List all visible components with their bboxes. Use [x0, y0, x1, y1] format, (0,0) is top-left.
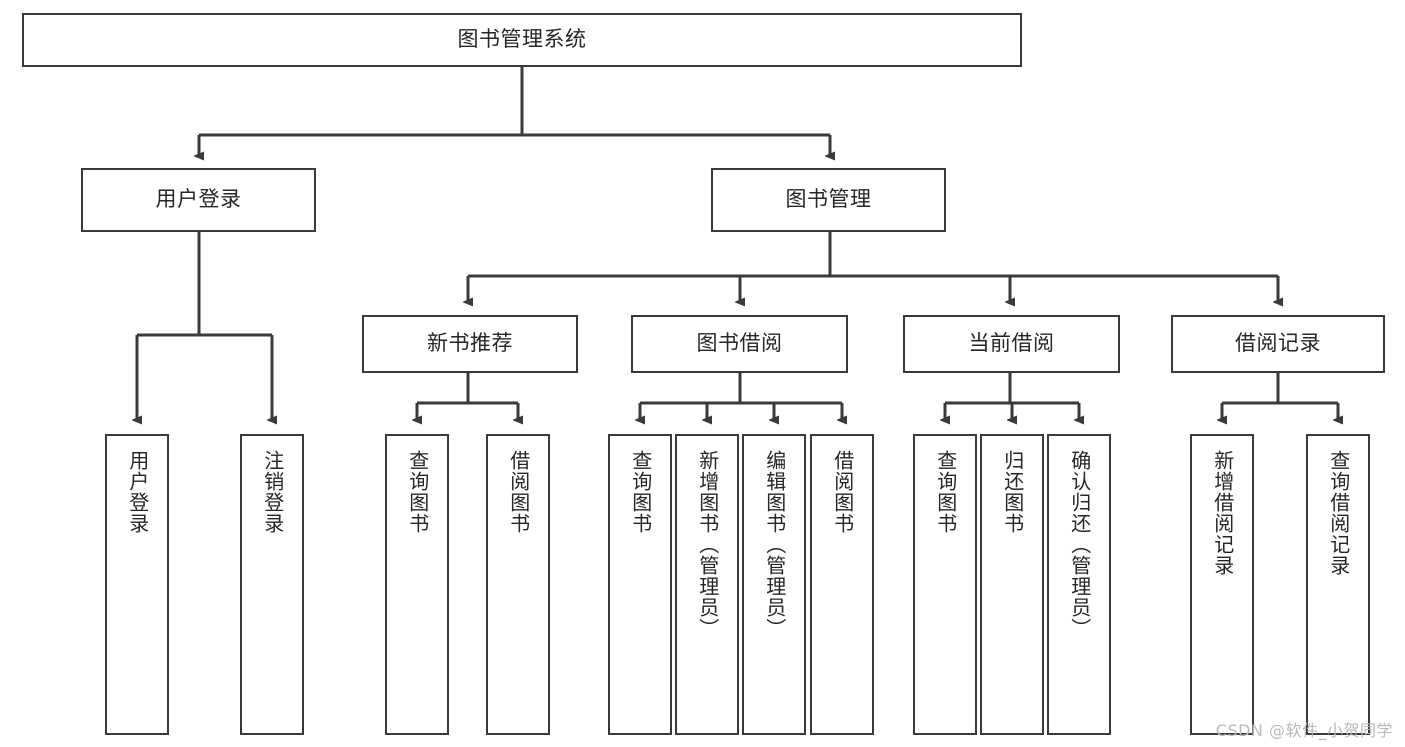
node-current-borrowing[interactable]: 当前借阅: [903, 315, 1120, 373]
node-label: 新增借阅记录: [1210, 450, 1235, 576]
node-label: 图书管理系统: [457, 27, 587, 52]
node-label: 查询借阅记录: [1326, 450, 1351, 576]
node-label: 借阅图书: [830, 450, 855, 534]
csdn-watermark: CSDN @软件_小贺同学: [1215, 721, 1393, 740]
node-label: 借阅图书: [506, 450, 531, 534]
node-leaf-query-book-current[interactable]: 查询图书: [913, 434, 977, 735]
node-label: 用户登录: [125, 450, 150, 534]
node-label: 借阅记录: [1235, 331, 1321, 356]
node-label: 新书推荐: [427, 331, 513, 356]
node-leaf-query-book-recommend[interactable]: 查询图书: [385, 434, 449, 735]
node-label: 图书管理: [785, 187, 872, 212]
node-leaf-add-book-admin[interactable]: 新增图书（管理员）: [675, 434, 739, 735]
node-label: 确认归还（管理员）: [1067, 450, 1092, 639]
node-label: 归还图书: [1000, 450, 1025, 534]
node-label: 用户登录: [155, 187, 242, 212]
node-label: 新增图书（管理员）: [695, 450, 720, 639]
node-user-login[interactable]: 用户登录: [81, 168, 316, 232]
node-leaf-user-login[interactable]: 用户登录: [105, 434, 169, 735]
node-label: 查询图书: [628, 450, 653, 534]
node-leaf-query-borrow-record[interactable]: 查询借阅记录: [1306, 434, 1370, 735]
node-label: 注销登录: [260, 450, 285, 534]
node-leaf-return-book[interactable]: 归还图书: [980, 434, 1044, 735]
node-label: 当前借阅: [968, 331, 1055, 356]
node-leaf-edit-book-admin[interactable]: 编辑图书（管理员）: [742, 434, 806, 735]
node-leaf-borrow-book-recommend[interactable]: 借阅图书: [486, 434, 550, 735]
node-book-management[interactable]: 图书管理: [711, 168, 946, 232]
node-borrowing-record[interactable]: 借阅记录: [1171, 315, 1385, 373]
node-book-borrowing[interactable]: 图书借阅: [631, 315, 848, 373]
node-label: 图书借阅: [696, 331, 783, 356]
node-label: 查询图书: [405, 450, 430, 534]
node-leaf-confirm-return-admin[interactable]: 确认归还（管理员）: [1047, 434, 1111, 735]
node-label: 编辑图书（管理员）: [762, 450, 787, 639]
node-leaf-add-borrow-record[interactable]: 新增借阅记录: [1190, 434, 1254, 735]
node-new-book-recommendation[interactable]: 新书推荐: [362, 315, 578, 373]
node-label: 查询图书: [933, 450, 958, 534]
node-leaf-lend-book[interactable]: 借阅图书: [810, 434, 874, 735]
node-leaf-logout[interactable]: 注销登录: [240, 434, 304, 735]
node-leaf-query-book-borrow[interactable]: 查询图书: [608, 434, 672, 735]
node-root-book-management-system[interactable]: 图书管理系统: [22, 13, 1022, 67]
